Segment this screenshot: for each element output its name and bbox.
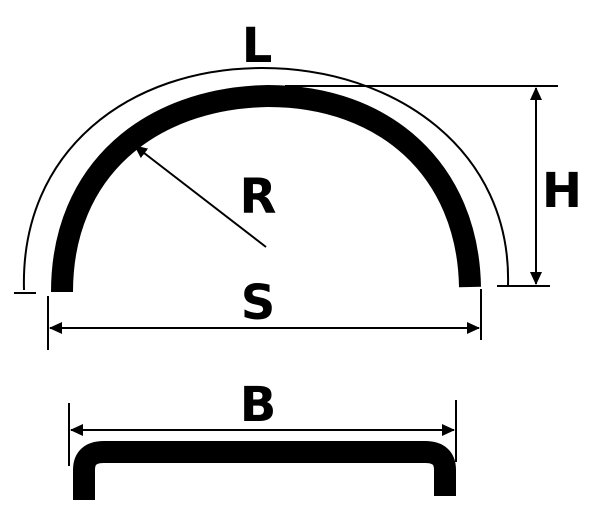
label-span: S — [241, 275, 276, 331]
label-radius: R — [240, 169, 277, 225]
fender-arc — [51, 84, 481, 293]
cross-section-profile — [73, 441, 456, 500]
label-height: H — [542, 163, 582, 219]
outer-arc-line — [22, 66, 510, 291]
radius-line — [134, 145, 267, 248]
label-width: B — [240, 377, 277, 433]
label-arc-length: L — [242, 18, 273, 74]
